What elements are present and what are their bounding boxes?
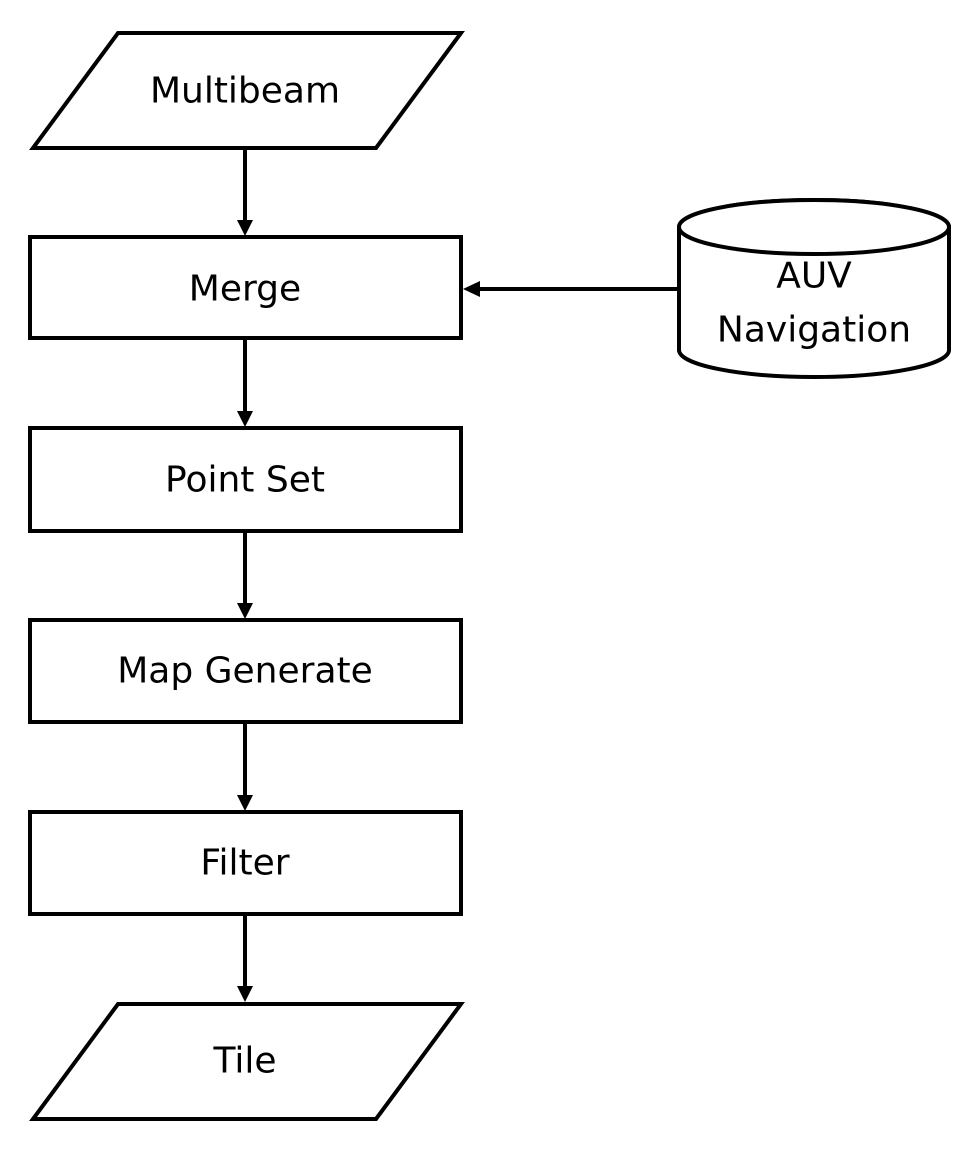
- merge-box: [28, 235, 463, 340]
- multibeam-label: Multibeam: [150, 71, 340, 112]
- arrowhead-left: [463, 281, 480, 297]
- point-set-box: [28, 426, 463, 533]
- tile-label: Tile: [212, 1041, 276, 1082]
- point-set-label: Point Set: [165, 460, 325, 501]
- tile-parallelogram: [29, 1002, 465, 1121]
- node-tile: Tile: [29, 1002, 465, 1121]
- node-filter: Filter: [28, 810, 463, 916]
- auv-navigation-label-line1: AUV: [776, 256, 852, 297]
- arrowhead-down: [237, 795, 253, 811]
- map-generate-label: Map Generate: [117, 651, 373, 692]
- multibeam-parallelogram: [29, 31, 465, 150]
- arrowhead-down: [237, 603, 253, 619]
- edge-map-generate-to-filter: [237, 722, 253, 811]
- edge-multibeam-to-merge: [237, 148, 253, 236]
- map-generate-box: [28, 618, 463, 724]
- edge-auv-navigation-to-merge: [463, 281, 679, 297]
- arrowhead-down: [237, 220, 253, 236]
- auv-navigation-cylinder-top: [677, 198, 951, 256]
- arrowhead-down: [237, 986, 253, 1002]
- filter-label: Filter: [200, 843, 289, 884]
- edge-filter-to-tile: [237, 914, 253, 1002]
- edge-merge-to-point-set: [237, 338, 253, 427]
- arrowhead-down: [237, 411, 253, 427]
- node-merge: Merge: [28, 235, 463, 340]
- node-map-generate: Map Generate: [28, 618, 463, 724]
- node-point-set: Point Set: [28, 426, 463, 533]
- node-multibeam: Multibeam: [29, 31, 465, 150]
- edge-point-set-to-map-generate: [237, 531, 253, 619]
- merge-label: Merge: [189, 269, 301, 310]
- auv-navigation-label-line2: Navigation: [717, 310, 911, 351]
- node-auv-navigation: AUV Navigation: [677, 198, 951, 379]
- filter-box: [28, 810, 463, 916]
